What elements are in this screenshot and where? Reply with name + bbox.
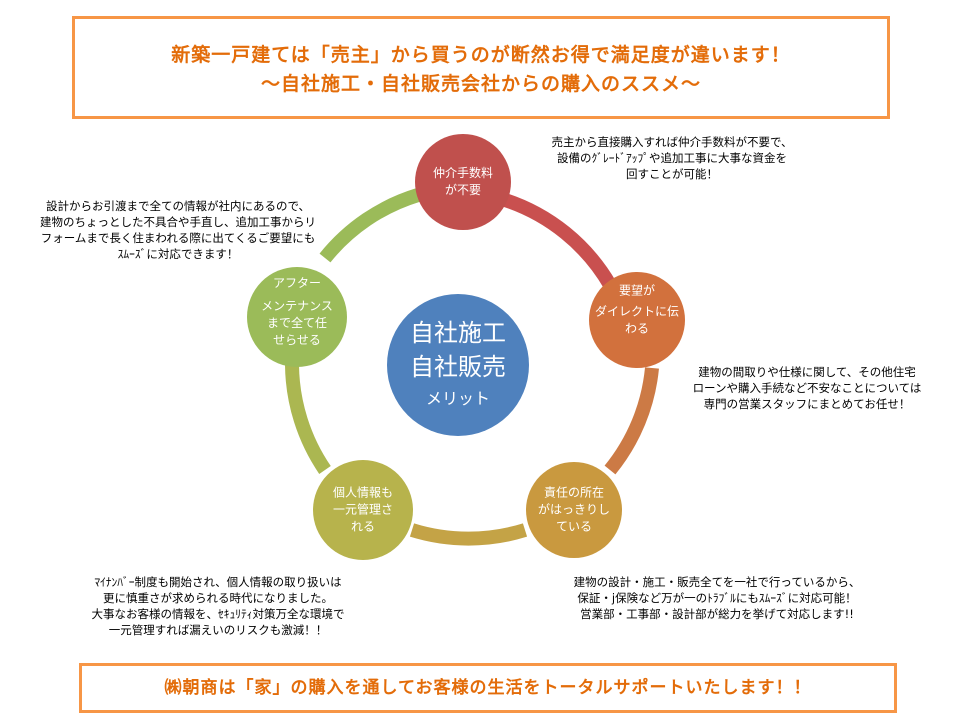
note-line: 建物のちょっとした不具合や手直し、追加工事からリ	[40, 215, 316, 229]
note-bottom-left: ﾏｲﾅﾝﾊﾞｰ制度も開始され、個人情報の取り扱いは 更に慎重さが求められる時代に…	[58, 574, 378, 638]
note-line: 設備のｸﾞﾚｰﾄﾞｱｯﾌﾟや追加工事に大事な資金を	[557, 151, 787, 165]
node-text: 一元管理さ	[332, 502, 394, 517]
ring-arc-4	[285, 364, 331, 474]
node-label-responsibility: 責任の所在 がはっきりし ている	[538, 485, 610, 536]
node-text: アフター	[272, 276, 322, 290]
center-line-2: 自社販売	[410, 353, 506, 381]
node-text: がはっきりし	[537, 502, 611, 517]
node-label-after-maintenance: アフター メンテナンス まで全て任 せらせる	[261, 275, 333, 349]
node-circle-5	[247, 267, 347, 367]
node-text: メンテナンス	[261, 299, 333, 313]
note-top-right: 売主から直接購入すれば仲介手数料が不要で、 設備のｸﾞﾚｰﾄﾞｱｯﾌﾟや追加工事…	[522, 134, 822, 182]
header-subtitle: ～自社施工・自社販売会社からの購入のススメ～	[260, 73, 701, 95]
center-line-1: 自社施工	[410, 319, 506, 347]
note-line: 売主から直接購入すれば仲介手数料が不要で、	[551, 135, 793, 149]
node-text: わる	[624, 321, 650, 336]
note-line: 設計からお引渡まで全ての情報が社内にあるので、	[45, 199, 311, 213]
node-circle-1	[415, 134, 511, 230]
node-circle-3	[526, 462, 622, 558]
note-line: 建物の設計・施工・販売全てを一社で行っているから、	[573, 575, 861, 589]
node-text: せらせる	[273, 333, 321, 347]
footer-text: ㈱朝商は「家」の購入を通してお客様の生活をトータルサポートいたします！！	[164, 678, 812, 698]
node-text: れる	[350, 519, 376, 534]
note-line: 建物の間取りや仕様に関して、その他住宅	[698, 365, 916, 379]
node-text: 個人情報も	[332, 485, 394, 500]
node-label-personal-info: 個人情報も 一元管理さ れる	[333, 485, 393, 536]
note-line: 一元管理すれば漏えいのリスクも激減！！	[108, 623, 328, 637]
ring-arc-1	[502, 193, 617, 289]
center-circle	[387, 294, 529, 436]
node-text: が不要	[444, 183, 482, 197]
header-banner: 新築一戸建ては「売主」から買うのが断然お得で満足度が違います！ ～自社施工・自社…	[72, 16, 890, 119]
ring-arc-3	[409, 523, 528, 546]
note-line: フォームまで長く住まわれる際に出てくるご要望にも	[40, 231, 316, 245]
note-top-left: 設計からお引渡まで全ての情報が社内にあるので、 建物のちょっとした不具合や手直し…	[18, 198, 338, 262]
center-label: 自社施工 自社販売 メリット	[410, 316, 506, 414]
node-label-brokerage-fee: 仲介手数料 が不要	[433, 165, 493, 199]
note-line: 更に慎重さが求められる時代になりました。	[103, 591, 333, 605]
node-text: まで全て任	[266, 316, 328, 330]
header-title: 新築一戸建ては「売主」から買うのが断然お得で満足度が違います！	[171, 44, 791, 66]
center-line-3: メリット	[425, 389, 490, 408]
note-line: 回すことが可能！	[626, 167, 718, 181]
note-line: 保証・j保険など万が一のﾄﾗﾌﾞﾙにもｽﾑｰｽﾞに対応可能！	[577, 591, 857, 605]
ring-arc-2	[604, 367, 659, 475]
node-circle-2	[589, 272, 685, 368]
footer-banner: ㈱朝商は「家」の購入を通してお客様の生活をトータルサポートいたします！！	[79, 663, 897, 713]
node-text: 仲介手数料	[432, 166, 494, 180]
node-circle-4	[313, 460, 413, 560]
note-line: 営業部・工事部・設計部が総力を挙げて対応します!!	[580, 607, 854, 621]
note-line: 大事なお客様の情報を、ｾｷｭﾘﾃｨ対策万全な環境で	[91, 607, 345, 621]
node-text: ダイレクトに伝	[594, 304, 680, 319]
ring-arc-5	[319, 188, 421, 263]
note-right: 建物の間取りや仕様に関して、その他住宅 ローンや購入手続など不安なことについては…	[662, 364, 952, 412]
note-line: ｽﾑｰｽﾞに対応できます！	[117, 247, 239, 261]
node-text: ている	[555, 519, 593, 534]
note-line: ﾏｲﾅﾝﾊﾞｰ制度も開始され、個人情報の取り扱いは	[94, 575, 342, 589]
note-line: 専門の営業スタッフにまとめてお任せ！	[703, 397, 911, 411]
note-bottom-right: 建物の設計・施工・販売全てを一社で行っているから、 保証・j保険など万が一のﾄﾗ…	[542, 574, 892, 622]
node-label-direct-request: 要望が ダイレクトに伝 わる	[595, 283, 679, 338]
node-text: 要望が	[618, 283, 656, 298]
note-line: ローンや購入手続など不安なことについては	[692, 381, 922, 395]
node-text: 責任の所在	[543, 485, 605, 500]
